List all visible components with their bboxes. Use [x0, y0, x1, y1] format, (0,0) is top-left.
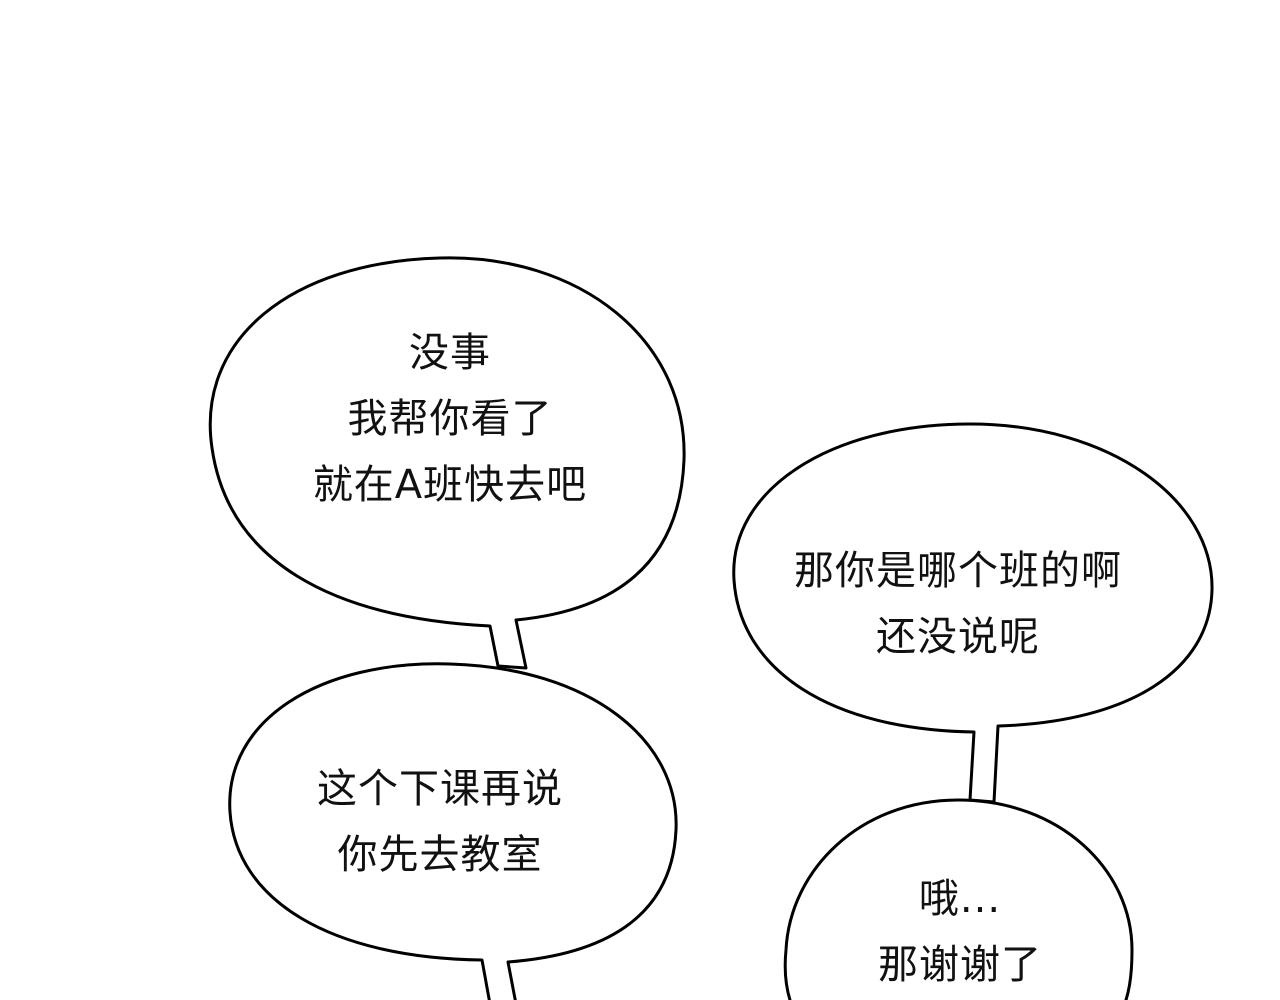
speech-bubble-4: [783, 798, 1134, 1000]
bubble-1-line-3: 就在A班快去吧: [312, 462, 588, 508]
bubble-4-line-2: 那谢谢了: [878, 942, 1042, 988]
bubble-2-line-1: 这个下课再说: [317, 766, 563, 812]
bubble-3-line-1: 那你是哪个班的啊: [794, 548, 1122, 594]
speech-bubble-3-text: 那你是哪个班的啊 还没说呢: [758, 538, 1158, 670]
bubble-1-line-1: 没事: [409, 330, 491, 376]
bubble-2-line-2: 你先去教室: [337, 832, 543, 878]
speech-bubble-1-text: 没事 我帮你看了 就在A班快去吧: [250, 320, 650, 518]
speech-bubble-2: [228, 662, 678, 1000]
bubble-3-line-2: 还没说呢: [876, 614, 1040, 660]
speech-bubble-4-text: 哦... 那谢谢了: [810, 866, 1110, 998]
bubble-1-line-2: 我帮你看了: [347, 396, 553, 442]
speech-bubble-2-text: 这个下课再说 你先去教室: [240, 756, 640, 888]
speech-bubble-1: [208, 256, 686, 670]
bubble-4-line-1: 哦...: [918, 876, 1002, 922]
